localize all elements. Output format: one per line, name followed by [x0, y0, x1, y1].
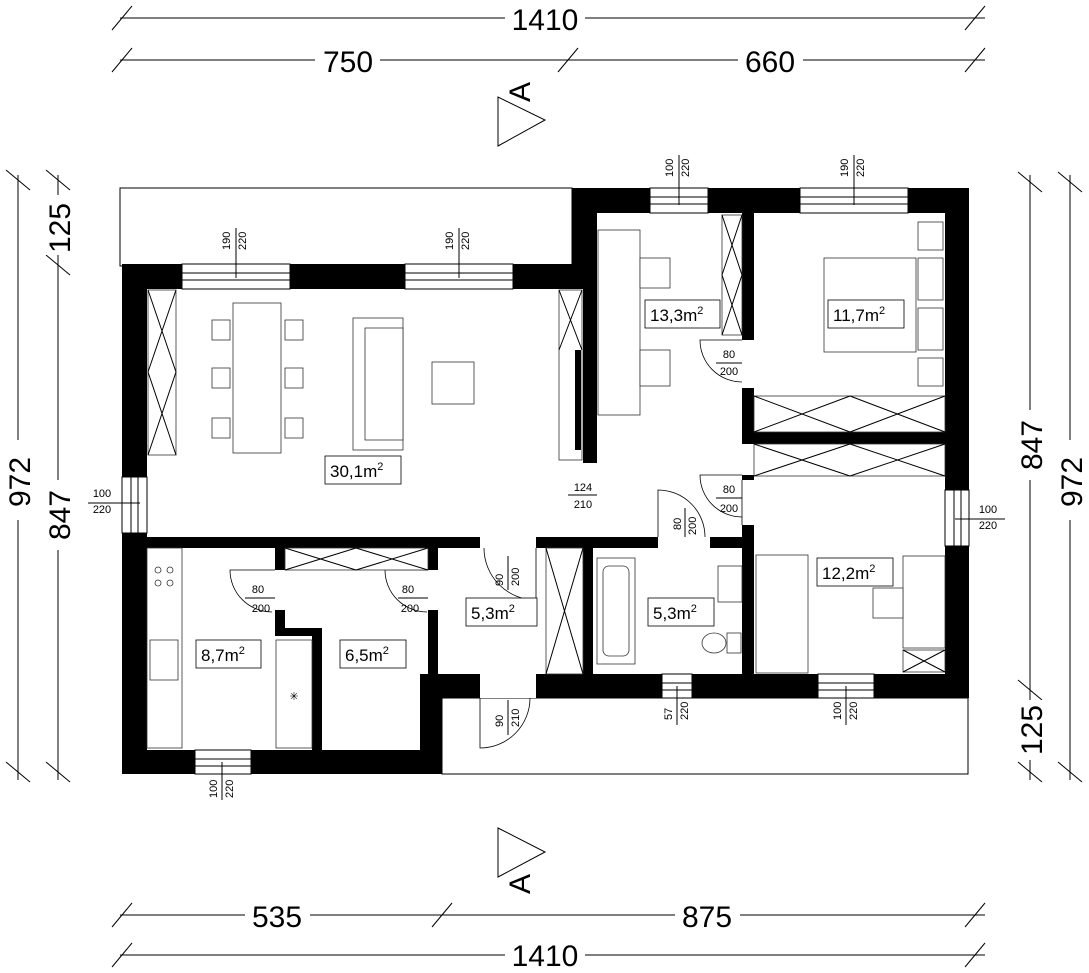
label-d-kitchen-b: 200	[252, 603, 270, 615]
label-d-room13-a: 80	[723, 349, 735, 361]
svg-text:12,2m2: 12,2m2	[822, 563, 875, 583]
label-d-entry-a: 90	[494, 715, 506, 727]
svg-text:11,7m2: 11,7m2	[833, 305, 885, 325]
label-d-pantry-b: 200	[401, 603, 419, 615]
label-d-room12-a: 80	[723, 484, 735, 496]
label-d-room12-b: 200	[720, 503, 738, 515]
area-living: 30,1m	[330, 462, 377, 481]
dim-right-total: 972	[1056, 457, 1089, 507]
area-bedroom: 11,7m	[833, 306, 879, 325]
dimension-right: 847 125 972	[1016, 171, 1089, 783]
dimension-left: 972 125 847	[2, 169, 77, 783]
dim-left-total: 972	[4, 457, 37, 507]
label-w-living-1-b: 220	[237, 232, 249, 250]
dim-bottom-right: 875	[682, 901, 732, 934]
dim-right-inner: 847	[1016, 420, 1049, 470]
label-w-bedroom-b: 220	[855, 159, 867, 177]
label-w-right-a: 100	[979, 504, 997, 516]
label-d-hall-a: 90	[494, 574, 506, 586]
label-w-bath-a: 57	[663, 708, 675, 720]
label-d-bath-a: 80	[672, 518, 684, 530]
section-mark-top: A	[497, 82, 547, 147]
svg-text:30,1m2: 30,1m2	[330, 461, 383, 481]
opening-labels: 190 220 190 220 100 220 190 220 100 220 …	[88, 155, 1005, 800]
dim-top-total: 1410	[512, 4, 579, 37]
svg-text:5,3m2: 5,3m2	[471, 603, 515, 623]
dim-bottom-total: 1410	[512, 940, 579, 973]
furniture: ✳	[146, 214, 946, 749]
label-w-room12-b: 220	[848, 702, 860, 720]
room-labels: 30,1m2 13,3m2 11,7m2 12,2m2 8,7m2 6,5m2 …	[195, 299, 905, 669]
label-d-entry-b: 210	[510, 709, 522, 727]
terrace-top	[119, 187, 573, 267]
label-w-bath-b: 220	[679, 702, 691, 720]
label-d-room13-b: 200	[720, 366, 738, 378]
label-w-room13-a: 100	[664, 159, 676, 177]
dim-bottom-left: 535	[252, 901, 302, 934]
label-d-hall-b: 200	[510, 568, 522, 586]
area-room-13: 13,3m	[650, 306, 697, 325]
label-d-living-a: 124	[574, 482, 592, 494]
area-kitchen: 8,7m	[201, 646, 239, 665]
svg-text:5,3m2: 5,3m2	[653, 603, 697, 623]
dim-top-left: 750	[323, 46, 373, 79]
label-d-bath-b: 200	[687, 517, 699, 535]
label-d-pantry-a: 80	[402, 584, 414, 596]
dim-right-bottom: 125	[1016, 705, 1049, 755]
area-hall: 5,3m	[471, 604, 509, 623]
svg-text:✳: ✳	[289, 691, 298, 703]
svg-text:8,7m2: 8,7m2	[201, 645, 245, 665]
section-label-bottom: A	[504, 874, 537, 894]
label-w-living-2-b: 220	[460, 232, 472, 250]
label-w-room13-b: 220	[680, 159, 692, 177]
section-label-top: A	[504, 82, 537, 102]
label-w-left-a: 100	[93, 488, 111, 500]
dim-left-top: 125	[44, 203, 77, 253]
label-w-room12-a: 100	[832, 702, 844, 720]
dim-left-inner: 847	[44, 490, 77, 540]
svg-text:6,5m2: 6,5m2	[345, 645, 389, 665]
label-w-living-2-a: 190	[444, 232, 456, 250]
label-w-kitchen-a: 100	[208, 780, 220, 798]
area-room-12: 12,2m	[822, 564, 869, 583]
door-gaps	[275, 340, 754, 698]
label-w-living-1-a: 190	[221, 232, 233, 250]
label-w-kitchen-b: 220	[224, 780, 236, 798]
label-w-right-b: 220	[979, 520, 997, 532]
label-d-kitchen-a: 80	[252, 584, 264, 596]
area-pantry: 6,5m	[345, 646, 383, 665]
label-w-bedroom-a: 190	[839, 159, 851, 177]
label-d-living-b: 210	[574, 499, 592, 511]
section-mark-bottom: A	[497, 827, 547, 894]
dimension-top: 1410 750 660	[111, 3, 986, 79]
area-bath: 5,3m	[653, 604, 691, 623]
svg-text:13,3m2: 13,3m2	[650, 305, 703, 325]
dimension-bottom: 535 875 1410	[111, 900, 986, 973]
label-w-left-b: 220	[93, 504, 111, 516]
dim-top-right: 660	[745, 46, 795, 79]
